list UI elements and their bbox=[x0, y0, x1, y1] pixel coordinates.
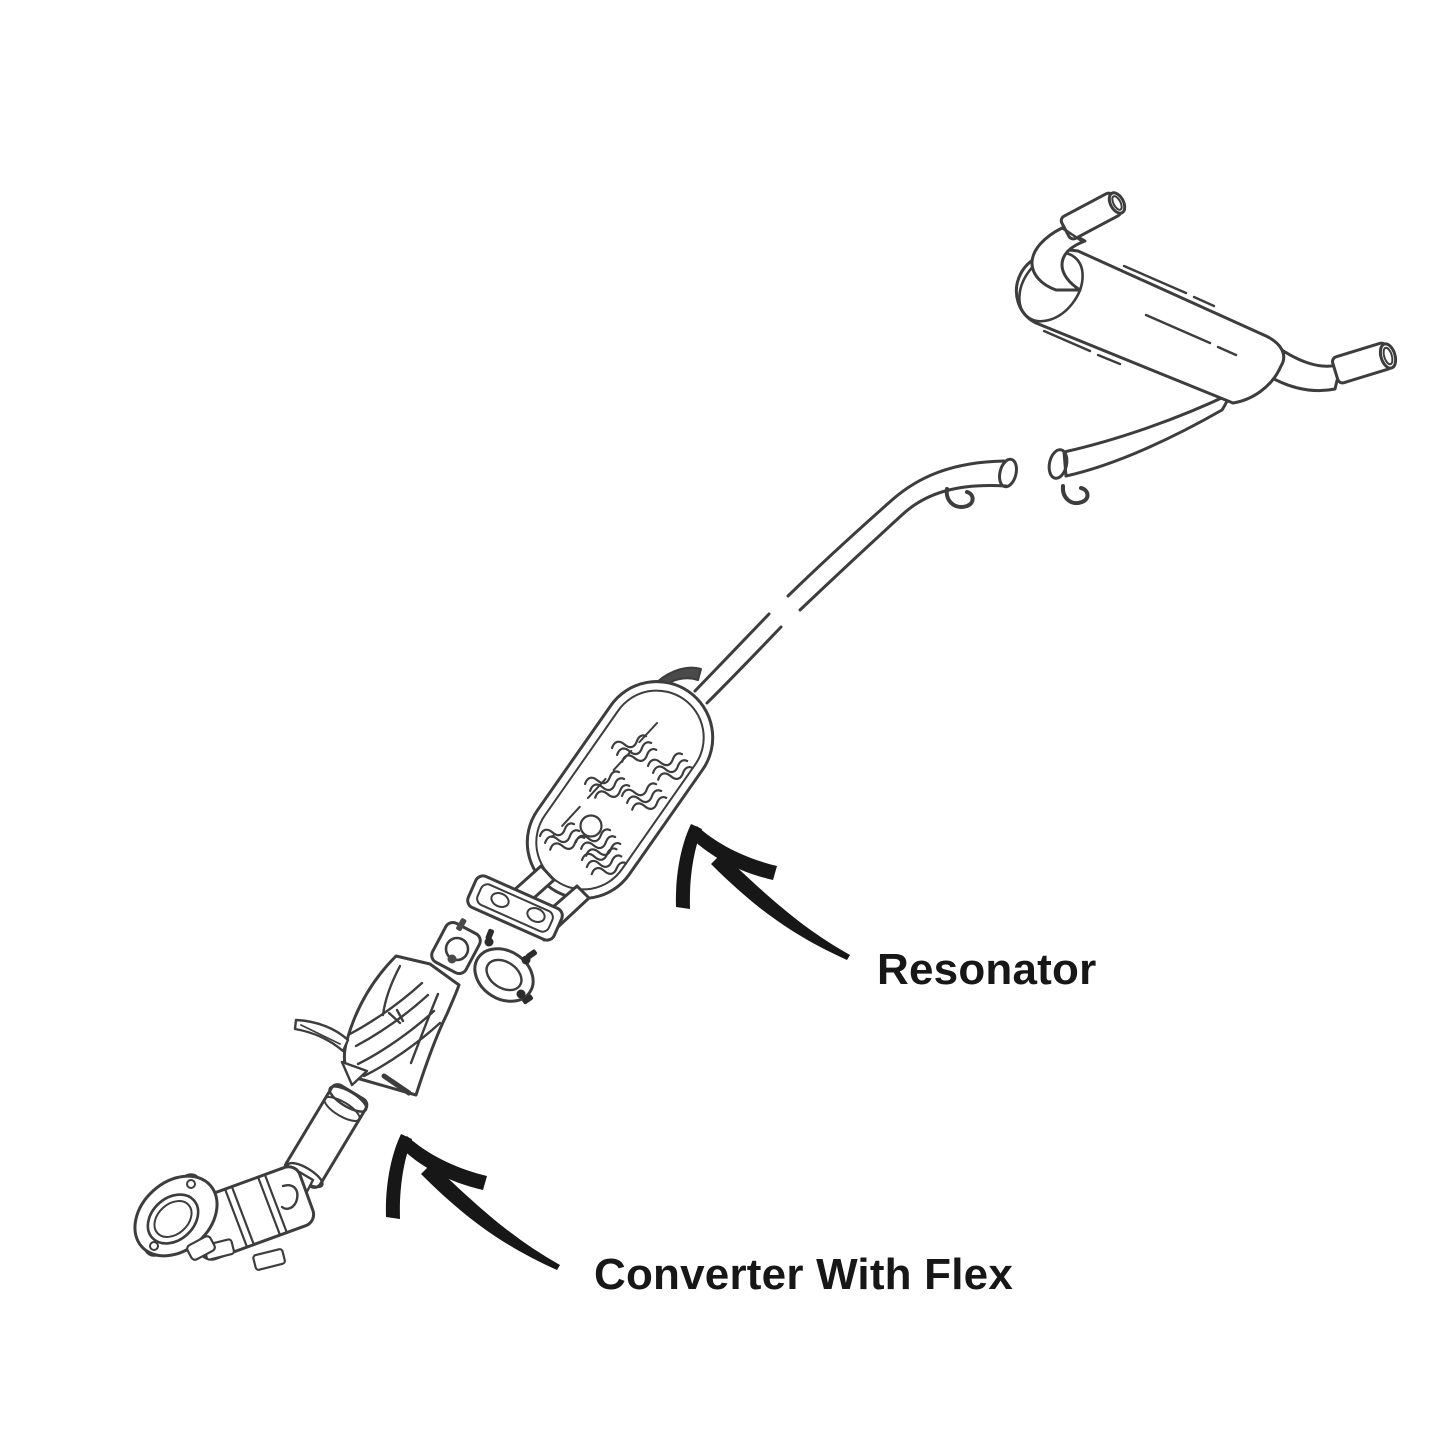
hanger-hook-icon bbox=[1060, 484, 1090, 505]
arrow-to-converter-icon bbox=[385, 1134, 560, 1270]
muffler-body bbox=[1014, 248, 1286, 405]
upper-flanges bbox=[430, 918, 538, 1005]
label-converter-with-flex: Converter With Flex bbox=[594, 1250, 1014, 1299]
arrow-to-resonator-icon bbox=[675, 824, 850, 960]
resonator-flange bbox=[466, 864, 591, 942]
muffler-surface-dashes bbox=[1042, 264, 1238, 366]
flex-straps bbox=[348, 964, 442, 1078]
intermediate-pipe bbox=[656, 457, 1018, 705]
converter-flex-section bbox=[133, 918, 538, 1271]
tailpipe-front bbox=[1030, 191, 1127, 292]
muffler-inlet-pipe bbox=[1047, 392, 1232, 505]
converter-flange bbox=[133, 1173, 219, 1261]
small-rod bbox=[381, 1073, 412, 1096]
hanger-hook-icon bbox=[944, 487, 975, 509]
flex-pipe bbox=[283, 1083, 369, 1189]
muffler-assembly bbox=[1014, 191, 1398, 505]
label-resonator: Resonator bbox=[877, 945, 1097, 994]
small-tab bbox=[340, 1060, 369, 1087]
resonator-body bbox=[466, 680, 715, 942]
bolt-studs-icon bbox=[484, 928, 538, 1005]
